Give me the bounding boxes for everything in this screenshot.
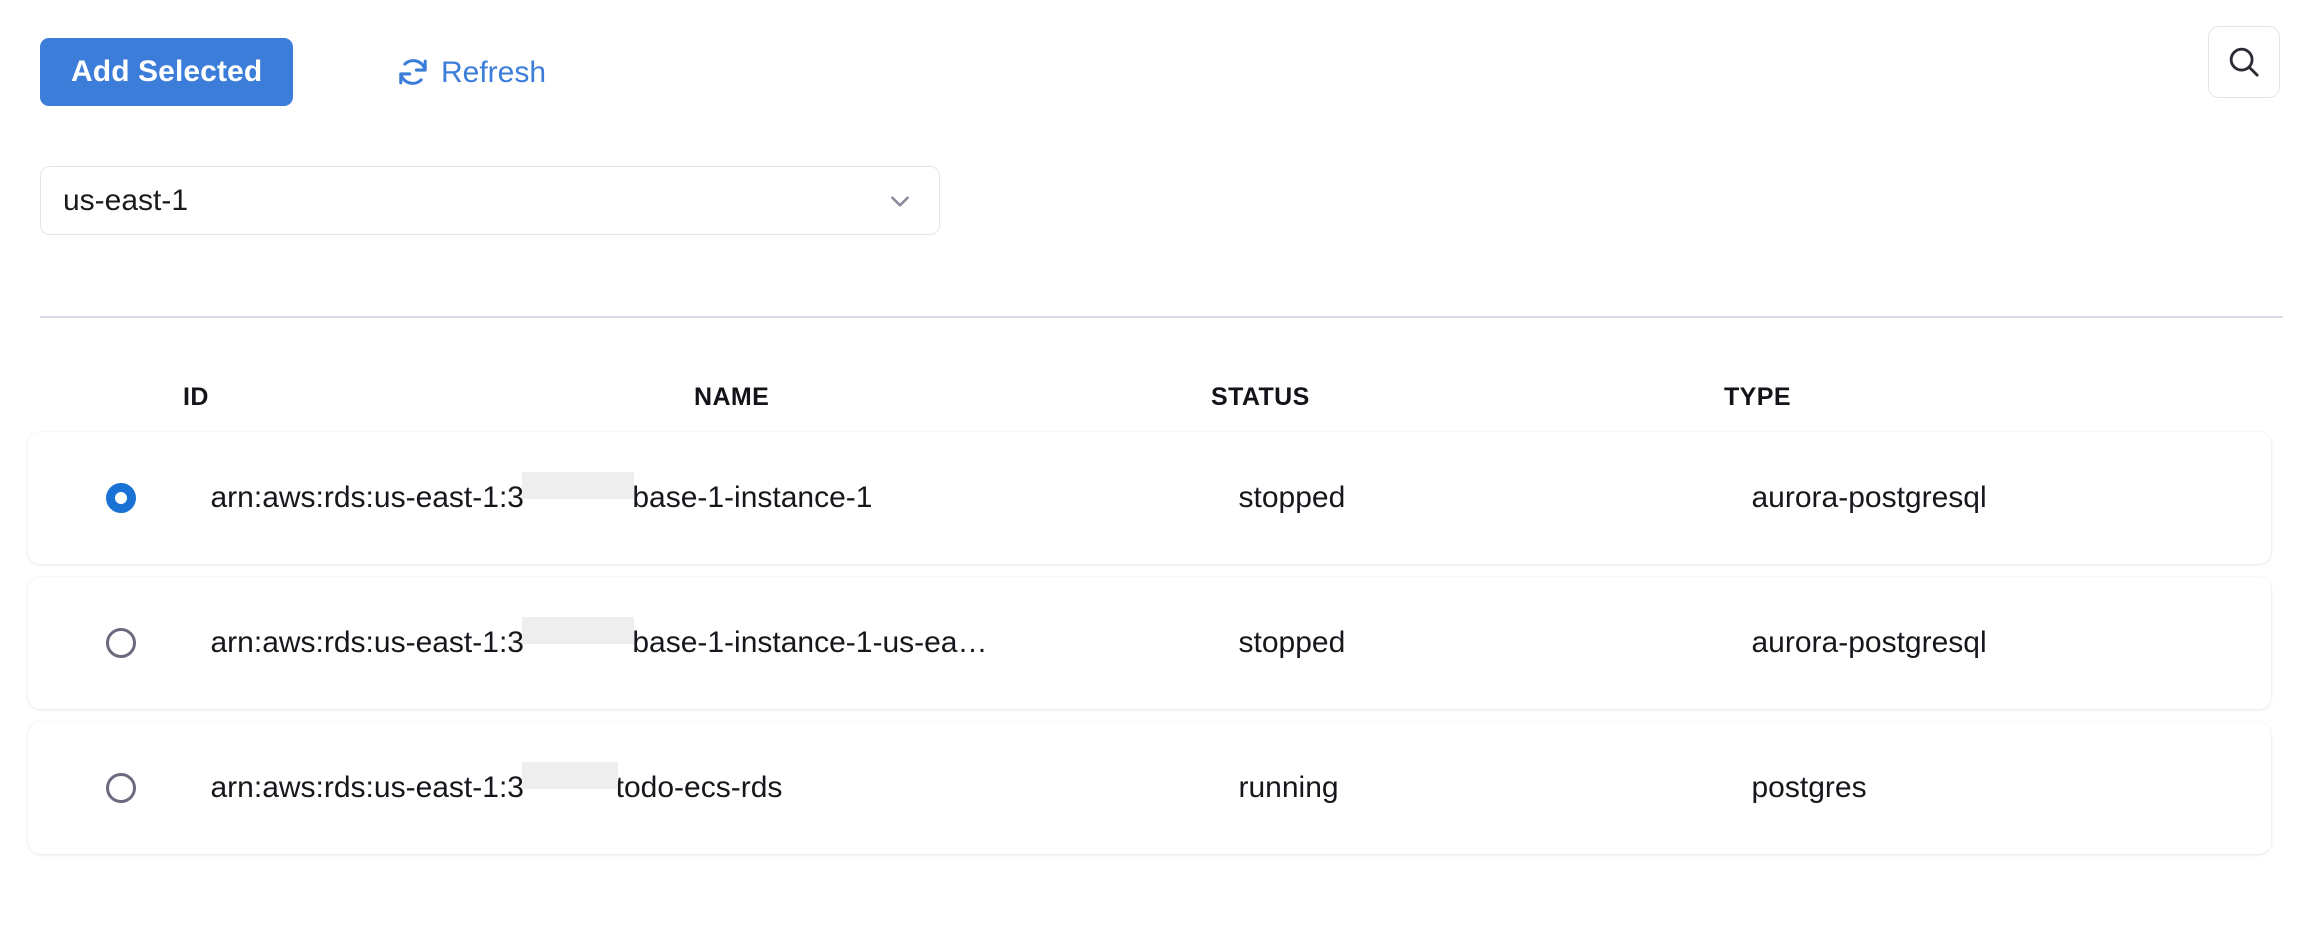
column-header-status: STATUS bbox=[1211, 383, 1310, 411]
cell-id-prefix: arn:aws:rds:us-east-1:3 bbox=[210, 626, 524, 659]
cell-id-suffix: todo-ecs-rds bbox=[615, 771, 783, 804]
column-header-id: ID bbox=[183, 383, 209, 411]
toolbar: Add Selected Refresh bbox=[0, 0, 2298, 124]
cell-id: arn:aws:rds:us-east-1:3 todo-ecs-rds bbox=[210, 762, 783, 804]
cell-type: postgres bbox=[1751, 771, 1867, 804]
cell-id-redacted bbox=[521, 472, 635, 513]
region-select-value: us-east-1 bbox=[63, 183, 189, 217]
instances-table: ID NAME STATUS TYPE arn:aws:rds:us-east-… bbox=[0, 340, 2298, 867]
refresh-icon bbox=[396, 55, 430, 89]
refresh-label: Refresh bbox=[441, 56, 547, 89]
row-radio[interactable] bbox=[105, 483, 136, 513]
cell-id-redacted bbox=[521, 617, 635, 658]
table-header-row: ID NAME STATUS TYPE bbox=[0, 340, 2298, 432]
search-icon bbox=[2225, 43, 2263, 81]
search-button[interactable] bbox=[2208, 26, 2280, 98]
add-selected-button[interactable]: Add Selected bbox=[40, 38, 294, 106]
cell-id-redacted bbox=[521, 762, 618, 803]
cell-id: arn:aws:rds:us-east-1:3 base-1-instance-… bbox=[210, 617, 988, 659]
table-row[interactable]: arn:aws:rds:us-east-1:3 todo-ecs-rds run… bbox=[27, 722, 2271, 854]
cell-id-prefix: arn:aws:rds:us-east-1:3 bbox=[210, 481, 524, 514]
cell-id-suffix: base-1-instance-1 bbox=[632, 481, 873, 514]
section-divider bbox=[40, 316, 2283, 318]
row-radio[interactable] bbox=[105, 628, 136, 658]
region-select[interactable]: us-east-1 bbox=[40, 166, 940, 235]
cell-id: arn:aws:rds:us-east-1:3 base-1-instance-… bbox=[210, 472, 873, 514]
cell-type: aurora-postgresql bbox=[1751, 481, 1987, 514]
table-row[interactable]: arn:aws:rds:us-east-1:3 base-1-instance-… bbox=[27, 432, 2271, 564]
cell-type: aurora-postgresql bbox=[1751, 626, 1987, 659]
column-header-name: NAME bbox=[694, 383, 770, 411]
cell-status: stopped bbox=[1238, 626, 1346, 659]
column-header-type: TYPE bbox=[1724, 383, 1791, 411]
row-radio[interactable] bbox=[105, 773, 136, 803]
refresh-button[interactable]: Refresh bbox=[396, 48, 546, 96]
cell-status: stopped bbox=[1238, 481, 1346, 514]
cell-status: running bbox=[1238, 771, 1339, 804]
table-row[interactable]: arn:aws:rds:us-east-1:3 base-1-instance-… bbox=[27, 577, 2271, 709]
table-body: arn:aws:rds:us-east-1:3 base-1-instance-… bbox=[0, 432, 2298, 854]
cell-id-prefix: arn:aws:rds:us-east-1:3 bbox=[210, 771, 524, 804]
cell-id-suffix: base-1-instance-1-us-ea… bbox=[632, 626, 988, 659]
